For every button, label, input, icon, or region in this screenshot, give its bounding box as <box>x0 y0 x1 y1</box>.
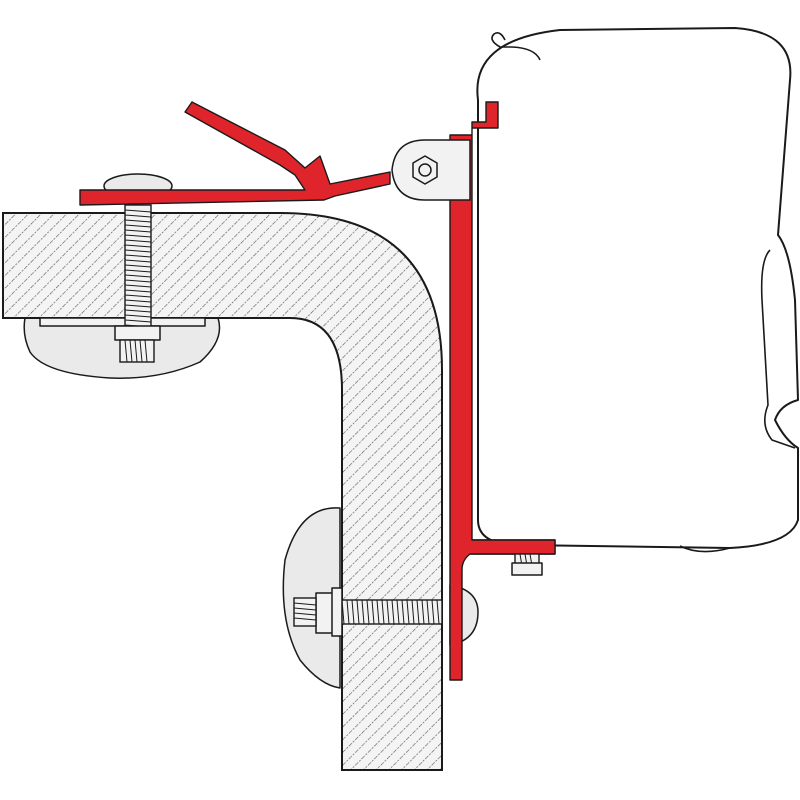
thread-line <box>396 599 400 625</box>
thread-line <box>124 249 152 253</box>
thread-lines <box>124 339 148 363</box>
side-bolt-tip <box>293 597 317 627</box>
thread-line <box>139 339 143 363</box>
thread-lines <box>124 209 152 333</box>
thread-line <box>361 599 365 625</box>
thread-line <box>416 599 420 625</box>
thread-line <box>124 259 152 263</box>
thread-line <box>124 229 152 233</box>
thread-line <box>124 224 152 228</box>
thread-line <box>406 599 410 625</box>
thread-line <box>346 599 350 625</box>
thread-line <box>351 599 355 625</box>
top-bolt-nut <box>114 325 161 341</box>
thread-line <box>124 254 152 258</box>
thread-line <box>124 319 152 323</box>
thread-line <box>124 239 152 243</box>
thread-line <box>124 244 152 248</box>
awning-hook <box>491 32 541 61</box>
thread-line <box>124 289 152 293</box>
thread-line <box>134 339 138 363</box>
hinge-plate <box>391 139 471 201</box>
awning-housing <box>476 27 799 553</box>
thread-line <box>124 339 128 363</box>
side-bolt-washer <box>331 587 343 637</box>
thread-line <box>431 599 435 625</box>
thread-line <box>144 339 148 363</box>
bottom-bolt <box>511 553 543 576</box>
thread-line <box>124 284 152 288</box>
awning-foot <box>679 545 731 553</box>
hinge-nut-center <box>418 163 432 177</box>
thread-line <box>376 599 380 625</box>
thread-line <box>124 314 152 318</box>
thread-line <box>293 612 317 616</box>
awning-body <box>476 27 799 549</box>
thread-line <box>124 299 152 303</box>
top-bolt <box>114 204 161 363</box>
thread-line <box>293 602 317 606</box>
thread-line <box>293 607 317 611</box>
thread-line <box>421 599 425 625</box>
thread-line <box>366 599 370 625</box>
thread-line <box>381 599 385 625</box>
clamp-lever <box>79 101 391 206</box>
thread-line <box>124 294 152 298</box>
thread-line <box>391 599 395 625</box>
awning-front-panel <box>760 249 796 449</box>
thread-line <box>124 304 152 308</box>
thread-line <box>293 617 317 621</box>
thread-line <box>411 599 415 625</box>
bracket-base-flange <box>470 539 556 555</box>
thread-line <box>124 269 152 273</box>
thread-line <box>426 599 430 625</box>
wall-profile <box>2 212 443 771</box>
side-bolt <box>293 587 443 637</box>
thread-line <box>371 599 375 625</box>
thread-line <box>129 339 133 363</box>
thread-line <box>356 599 360 625</box>
thread-line <box>124 279 152 283</box>
thread-line <box>124 219 152 223</box>
thread-line <box>386 599 390 625</box>
thread-line <box>436 599 440 625</box>
thread-line <box>124 214 152 218</box>
top-washer-plate <box>39 317 206 327</box>
thread-line <box>124 309 152 313</box>
bottom-bolt-nut <box>511 562 543 576</box>
thread-lines <box>293 602 317 621</box>
thread-line <box>124 234 152 238</box>
thread-line <box>124 209 152 213</box>
thread-line <box>124 264 152 268</box>
thread-line <box>401 599 405 625</box>
thread-line <box>124 274 152 278</box>
